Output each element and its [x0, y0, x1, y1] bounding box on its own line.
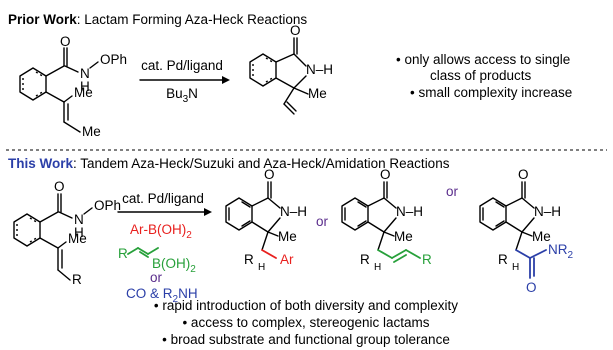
product-aryl: O N–H Me R H Ar [225, 167, 307, 273]
prior-bullet-1a: • only allows access to single [396, 52, 570, 67]
atom-O-p2: O [380, 167, 391, 182]
group-NH-p3: N–H [534, 204, 561, 219]
this-work-bullets: • rapid introduction of both diversity a… [154, 298, 458, 347]
atom-O-tw: O [54, 179, 65, 194]
group-Me: Me [74, 85, 93, 100]
tw-reagent-alkenyl-R: R [118, 246, 128, 261]
group-NH-p1: N–H [280, 204, 307, 219]
this-work-heading: This Work: Tandem Aza-Heck/Suzuki and Az… [8, 156, 450, 171]
this-work-substrate: O N H OPh Me R [13, 179, 121, 287]
group-R-p2: R [360, 252, 370, 267]
product-alkenyl: O N–H Me R H R [341, 167, 432, 273]
prior-reagent-base: Bu3N [166, 86, 198, 105]
group-Me-p2: Me [394, 229, 413, 244]
tw-bullet-1: • rapid introduction of both diversity a… [154, 298, 458, 313]
atom-H-tw: H [74, 225, 84, 240]
group-R-p3: R [498, 252, 508, 267]
group-NH-p2: N–H [396, 204, 423, 219]
atom-H-p3: H [512, 262, 519, 273]
atom-O-amide-p3: O [526, 280, 537, 295]
atom-O-prior-product: O [290, 23, 301, 38]
tw-reagent-amine: CO & R2NH [126, 286, 198, 305]
atom-H-p2: H [374, 262, 381, 273]
prior-product: O N–H Me [249, 23, 333, 115]
tw-reagent-alkenylboronic: B(OH)2 [152, 256, 196, 275]
tw-reagent-arylboronic: Ar-B(OH)2 [130, 222, 192, 241]
atom-H-p1: H [258, 262, 265, 273]
group-Me-terminal: Me [82, 124, 101, 139]
group-R-p1: R [244, 252, 254, 267]
atom-O: O [60, 34, 71, 49]
group-Ar-p1: Ar [280, 252, 294, 267]
product-separator-1: or [316, 214, 329, 229]
group-Me-p1: Me [278, 229, 297, 244]
tw-bullet-3: • broad substrate and functional group t… [162, 332, 450, 347]
group-OPh-tw: OPh [94, 198, 121, 213]
prior-bullet-2: • small complexity increase [410, 85, 572, 100]
tw-bullet-2: • access to complex, stereogenic lactams [182, 315, 429, 330]
prior-bullets: • only allows access to single class of … [396, 52, 572, 100]
atom-N-tw: N [74, 212, 84, 227]
prior-bullet-1b: class of products [430, 68, 532, 83]
group-NH-prior-product: N–H [306, 62, 333, 77]
prior-work-heading: Prior Work: Lactam Forming Aza-Heck Reac… [8, 12, 307, 27]
prior-reagent-catalyst: cat. Pd/ligand [141, 58, 223, 73]
atom-O-p3: O [518, 167, 529, 182]
product-separator-2: or [446, 184, 459, 199]
tw-reagent-catalyst: cat. Pd/ligand [122, 191, 204, 206]
group-OPh: OPh [100, 52, 127, 67]
group-R-tw: R [72, 272, 82, 287]
tw-reagent-or: or [150, 270, 163, 285]
atom-H: H [80, 79, 90, 94]
group-R-alkenyl-p2: R [422, 252, 432, 267]
atom-O-p1: O [264, 167, 275, 182]
prior-substrate: O N H OPh Me Me [19, 34, 127, 139]
product-amide: O N–H Me R H O NR2 [479, 167, 574, 295]
prior-reaction-arrow: cat. Pd/ligand Bu3N [139, 58, 230, 105]
group-Me-prior-product: Me [308, 86, 327, 101]
group-NR2-p3: NR2 [548, 242, 574, 261]
this-work-reaction-arrow: cat. Pd/ligand Ar-B(OH)2 R B(OH)2 or CO … [117, 191, 212, 305]
atom-N: N [80, 66, 90, 81]
group-Me-p3: Me [532, 229, 551, 244]
group-Me-tw: Me [68, 231, 87, 246]
